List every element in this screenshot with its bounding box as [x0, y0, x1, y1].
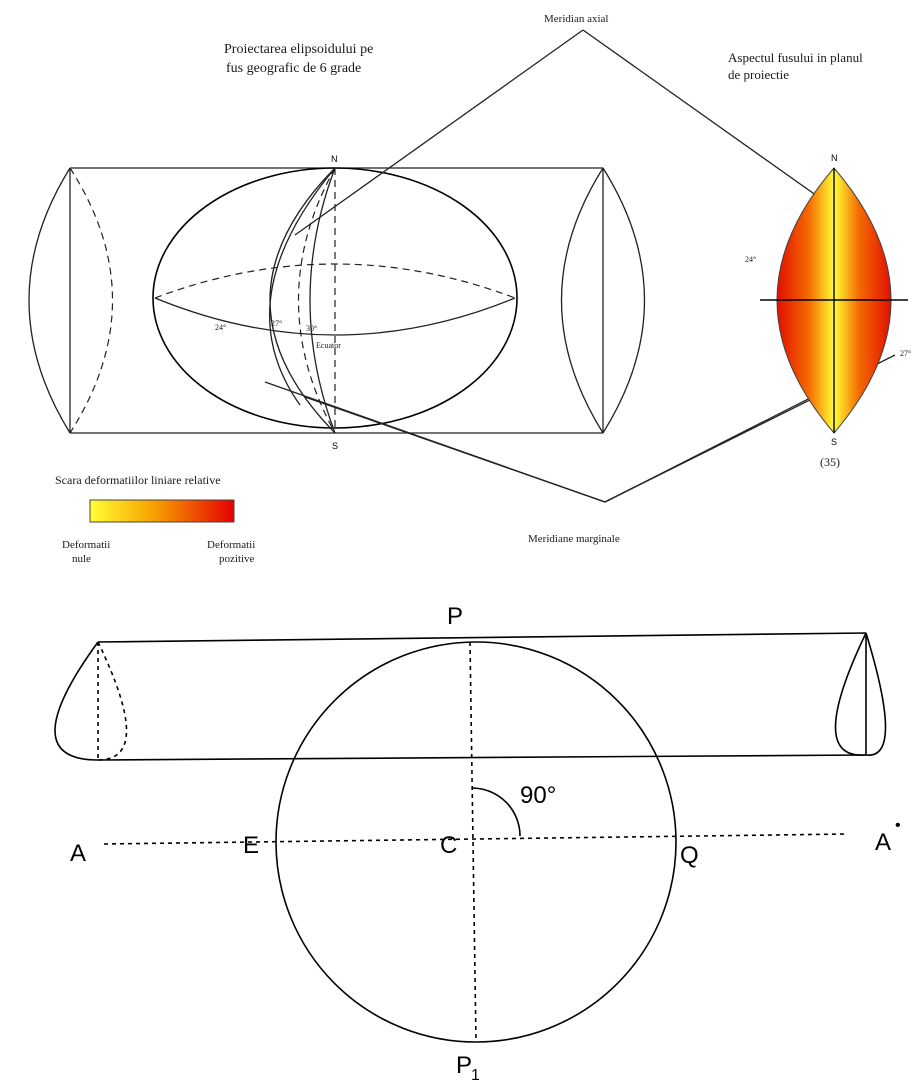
deformation-color-scale: [89, 499, 235, 523]
bottom-pole-subscript: 1: [471, 1067, 480, 1084]
bottom-figure-panel: P P 1 A A • E C Q 90°: [0, 580, 920, 1085]
diagram-title-line1: Proiectarea elipsoidului pe: [224, 42, 373, 57]
fus-south-label: S: [831, 437, 837, 447]
positive-deformation-label-line1: Deformatii: [207, 539, 255, 551]
meridian-30-label: 30°: [306, 324, 317, 333]
bottom-pole-label: P 1: [456, 1052, 480, 1084]
sphere: [103, 641, 849, 1043]
south-pole-label: S: [332, 441, 338, 451]
meridian-27-label: 27°: [271, 319, 282, 328]
equator-right-label: Q: [680, 842, 699, 869]
ellipsoid-fus-diagram: Proiectarea elipsoidului pe fus geografi…: [28, 13, 911, 565]
marginal-meridians-label: Meridiane marginale: [528, 533, 620, 545]
fus-title-line1: Aspectul fusului in planul: [728, 50, 863, 65]
fus-north-label: N: [831, 153, 838, 163]
right-angle-label: 90°: [520, 782, 556, 809]
fus-projection: [760, 167, 908, 434]
center-label: C: [440, 832, 457, 859]
right-point-label: A •: [875, 817, 901, 856]
scale-title: Scara deformatiilor liniare relative: [55, 473, 221, 487]
axial-meridian-label: Meridian axial: [544, 13, 608, 25]
cylinder-outline: [28, 167, 646, 434]
svg-text:P: P: [456, 1052, 472, 1079]
svg-text:A: A: [875, 829, 891, 856]
right-point-mark: •: [895, 817, 901, 834]
equator-label: Ecuator: [316, 341, 341, 350]
null-deformation-label-line1: Deformatii: [62, 539, 110, 551]
top-pole-label: P: [447, 603, 463, 630]
null-deformation-label-line2: nule: [72, 553, 91, 565]
left-point-label: A: [70, 840, 86, 867]
equator-left-label: E: [243, 832, 259, 859]
diagram-title-line2: fus geografic de 6 grade: [226, 61, 361, 76]
positive-deformation-label-line2: pozitive: [219, 553, 255, 565]
top-figure-panel: Proiectarea elipsoidului pe fus geografi…: [28, 13, 912, 565]
cylinder-sphere-diagram: P P 1 A A • E C Q 90°: [54, 603, 901, 1084]
fus-27-label: 27°: [900, 349, 911, 358]
ellipsoid: [152, 167, 518, 434]
fus-24-label: 24°: [745, 255, 756, 264]
meridian-24-label: 24°: [215, 323, 226, 332]
fus-title-line2: de proiectie: [728, 67, 789, 82]
north-pole-label: N: [331, 154, 338, 164]
cylinder-outline: [54, 632, 887, 761]
figure-number: (35): [820, 455, 840, 469]
